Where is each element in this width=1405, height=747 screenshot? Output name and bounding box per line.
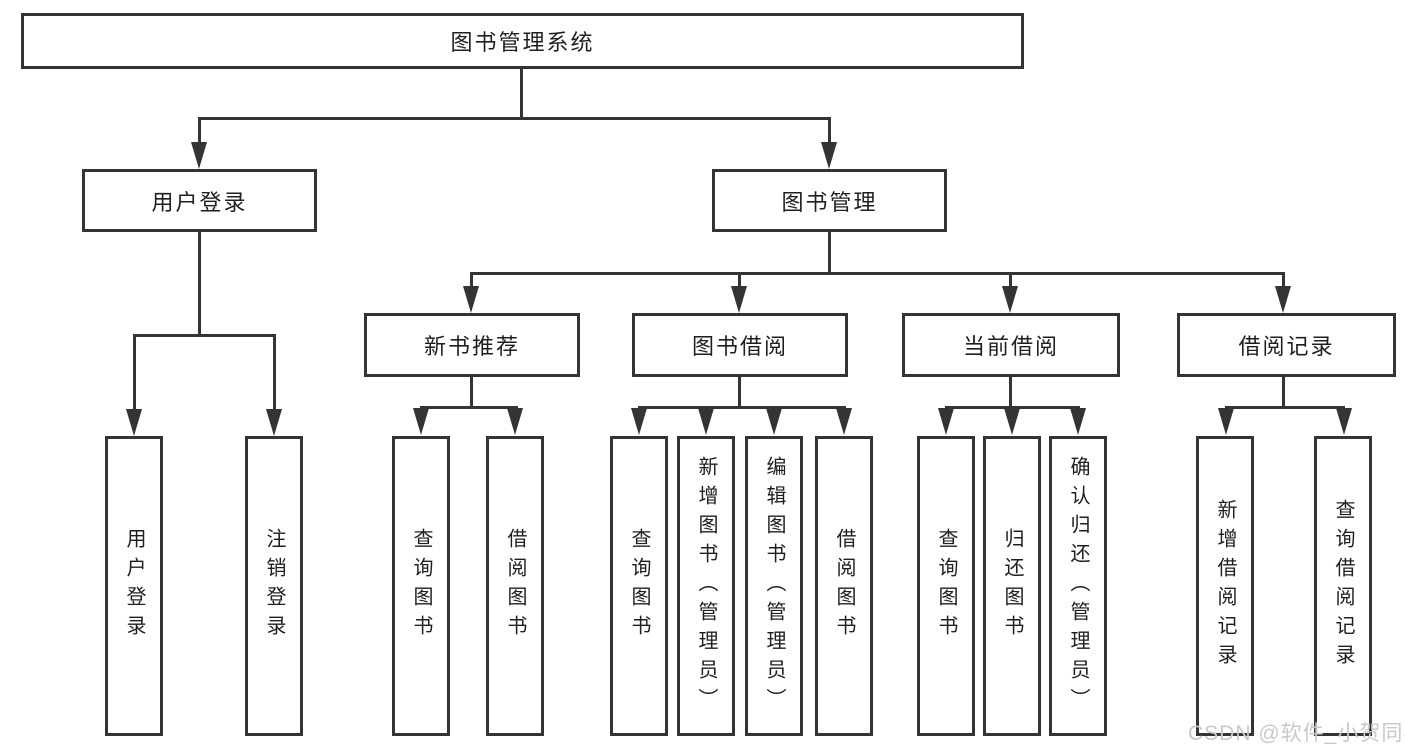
arrow-down-icon — [766, 408, 782, 435]
node-label: 当前借阅 — [962, 334, 1059, 359]
arrow-down-icon — [191, 142, 207, 169]
node-query-books-current: 查询图书 — [917, 436, 975, 736]
connector-line — [1282, 377, 1285, 408]
connector-line — [133, 334, 276, 337]
arrow-down-icon — [126, 409, 142, 436]
connector-line — [738, 377, 741, 408]
arrow-down-icon — [1275, 286, 1291, 313]
node-label: 新书推荐 — [423, 334, 520, 359]
node-borrow-books-recommend: 借阅图书 — [486, 436, 544, 736]
connector-line — [420, 406, 518, 409]
arrow-down-icon — [731, 286, 747, 313]
arrow-down-icon — [1336, 408, 1352, 435]
node-logout: 注销登录 — [245, 436, 303, 736]
node-label: 查询图书 — [628, 528, 650, 644]
arrow-down-icon — [413, 408, 429, 435]
node-label: 图书借阅 — [691, 334, 788, 359]
node-label: 图书管理 — [781, 189, 878, 215]
node-label: 注销登录 — [263, 528, 285, 644]
node-query-books-recommend: 查询图书 — [392, 436, 450, 736]
node-query-borrow-record: 查询借阅记录 — [1314, 436, 1372, 736]
node-label: 用户登录 — [151, 189, 248, 215]
node-confirm-return-admin: 确认归还（管理员） — [1049, 436, 1107, 736]
node-return-books: 归还图书 — [983, 436, 1041, 736]
node-user-login: 用户登录 — [105, 436, 163, 736]
connector-line — [828, 232, 831, 274]
arrow-down-icon — [821, 142, 837, 169]
arrow-down-icon — [1004, 408, 1020, 435]
node-query-books-borrowing: 查询图书 — [610, 436, 668, 736]
arrow-down-icon — [1218, 408, 1234, 435]
node-book-management: 图书管理 — [712, 169, 947, 232]
node-label: 借阅记录 — [1238, 334, 1335, 359]
connector-line — [828, 117, 831, 145]
node-borrow-books-borrowing: 借阅图书 — [815, 436, 873, 736]
connector-line — [198, 117, 831, 120]
arrow-down-icon — [938, 408, 954, 435]
node-label: 查询图书 — [410, 528, 432, 644]
connector-line — [470, 377, 473, 408]
node-label: 确认归还（管理员） — [1067, 455, 1089, 717]
connector-line — [738, 272, 741, 288]
arrow-down-icon — [836, 408, 852, 435]
node-label: 新增借阅记录 — [1214, 499, 1236, 673]
node-label: 图书管理系统 — [450, 30, 595, 55]
node-edit-books-admin: 编辑图书（管理员） — [745, 436, 803, 736]
node-borrowing-records: 借阅记录 — [1177, 313, 1396, 377]
node-label: 查询图书 — [935, 528, 957, 644]
node-add-books-admin: 新增图书（管理员） — [677, 436, 735, 736]
node-current-borrowing: 当前借阅 — [902, 313, 1120, 377]
node-label: 用户登录 — [123, 528, 145, 644]
node-add-borrow-record: 新增借阅记录 — [1196, 436, 1254, 736]
connector-line — [945, 406, 1080, 409]
connector-line — [273, 334, 276, 412]
arrow-down-icon — [463, 286, 479, 313]
arrow-down-icon — [1070, 408, 1086, 435]
connector-line — [520, 69, 523, 117]
arrow-down-icon — [1002, 286, 1018, 313]
node-new-book-recommendation: 新书推荐 — [364, 313, 580, 377]
connector-line — [1009, 377, 1012, 408]
node-label: 编辑图书（管理员） — [763, 455, 785, 717]
node-label: 借阅图书 — [833, 528, 855, 644]
node-user-login-group: 用户登录 — [82, 169, 317, 232]
node-label: 归还图书 — [1001, 528, 1023, 644]
connector-line — [1225, 406, 1345, 409]
connector-line — [1009, 272, 1012, 288]
node-library-management-system: 图书管理系统 — [21, 13, 1024, 69]
connector-line — [1282, 272, 1285, 288]
connector-line — [133, 334, 136, 412]
connector-line — [470, 272, 1284, 275]
connector-line — [470, 272, 473, 288]
connector-line — [198, 232, 201, 337]
csdn-watermark: CSDN @软件_小贺同学 — [1188, 722, 1405, 745]
node-label: 新增图书（管理员） — [695, 455, 717, 717]
node-label: 借阅图书 — [504, 528, 526, 644]
arrow-down-icon — [266, 409, 282, 436]
arrow-down-icon — [631, 408, 647, 435]
node-book-borrowing: 图书借阅 — [632, 313, 848, 377]
connector-line — [638, 406, 846, 409]
arrow-down-icon — [507, 408, 523, 435]
connector-line — [198, 117, 201, 145]
arrow-down-icon — [698, 408, 714, 435]
node-label: 查询借阅记录 — [1332, 499, 1354, 673]
